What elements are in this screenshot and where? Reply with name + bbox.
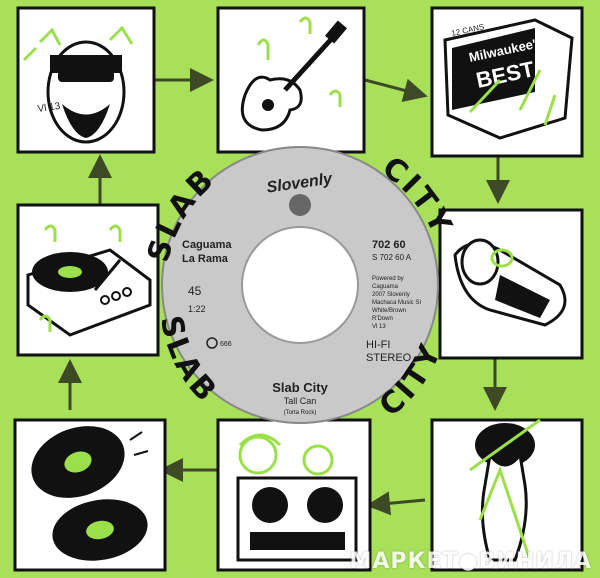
panel-arrows [58,68,510,516]
label-logo [289,194,311,216]
records-illustration [31,426,149,561]
label-credits: Powered by Caguama 2007 Slovenly Machaca… [372,276,421,330]
label-mark: 666 [220,341,232,348]
label-credit-line: R'Down [372,316,393,322]
label-credit-line: 2007 Slovenly [372,292,410,298]
pinup-illustration [469,418,541,562]
label-song: Tall Can [284,396,317,406]
label-catalog-side: S 702 60 A [372,253,412,262]
label-hifi: HI-FI [366,339,390,351]
label-credit-line: Caguama [372,284,399,290]
arrow-5 [366,491,426,516]
crushed-can-illustration [453,238,567,327]
label-catalog: 702 60 [372,239,406,251]
label-title: Slab City [272,380,328,395]
beer-illustration: Milwaukee's BEST 12 CANS [443,18,574,140]
record-label: Slovenly Caguama La Rama 702 60 S 702 60… [161,146,439,424]
label-credit-line: Machaca Music SI [372,300,421,306]
label-speed: 45 [188,284,202,298]
label-mark-icon [206,337,218,349]
label-credit-line: Powered by [372,276,404,282]
turntable-illustration [26,224,152,337]
watermark: МАРКЕТ●ВИНИЛА [349,549,592,574]
label-genre: (Torta Rock) [284,410,317,416]
arrow-2 [364,78,428,103]
label-artist-line2: La Rama [182,253,229,265]
guitar-illustration [240,16,348,132]
label-credit-line: White/Brown [372,308,406,314]
label-artist-line1: Caguama [182,239,232,251]
face-tag-text: Vl 13 [37,101,62,115]
tape-machine-illustration [236,433,358,562]
label-stereo: STEREO [366,352,412,364]
label-credit-line: Vl 13 [372,324,386,330]
label-time: 1:22 [188,304,206,314]
face-illustration: Vl 13 [22,25,134,144]
